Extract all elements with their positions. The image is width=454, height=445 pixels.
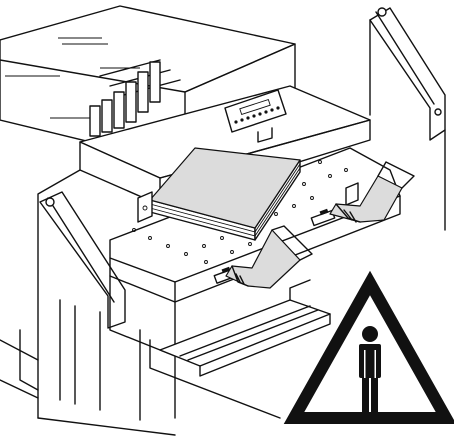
paper-stack — [149, 147, 301, 241]
clamp-brackets — [137, 182, 359, 223]
right-hand — [329, 161, 415, 223]
panel-buttons — [234, 106, 280, 124]
warning-triangle — [283, 270, 454, 424]
right-side-guard — [369, 7, 446, 231]
control-panel — [224, 89, 287, 143]
person-icon — [359, 326, 381, 412]
cutter-housing — [37, 85, 371, 419]
base-cabinet — [0, 275, 176, 436]
left-side-guard — [39, 191, 126, 329]
left-hand — [225, 225, 313, 289]
foot-pedal — [149, 279, 331, 419]
